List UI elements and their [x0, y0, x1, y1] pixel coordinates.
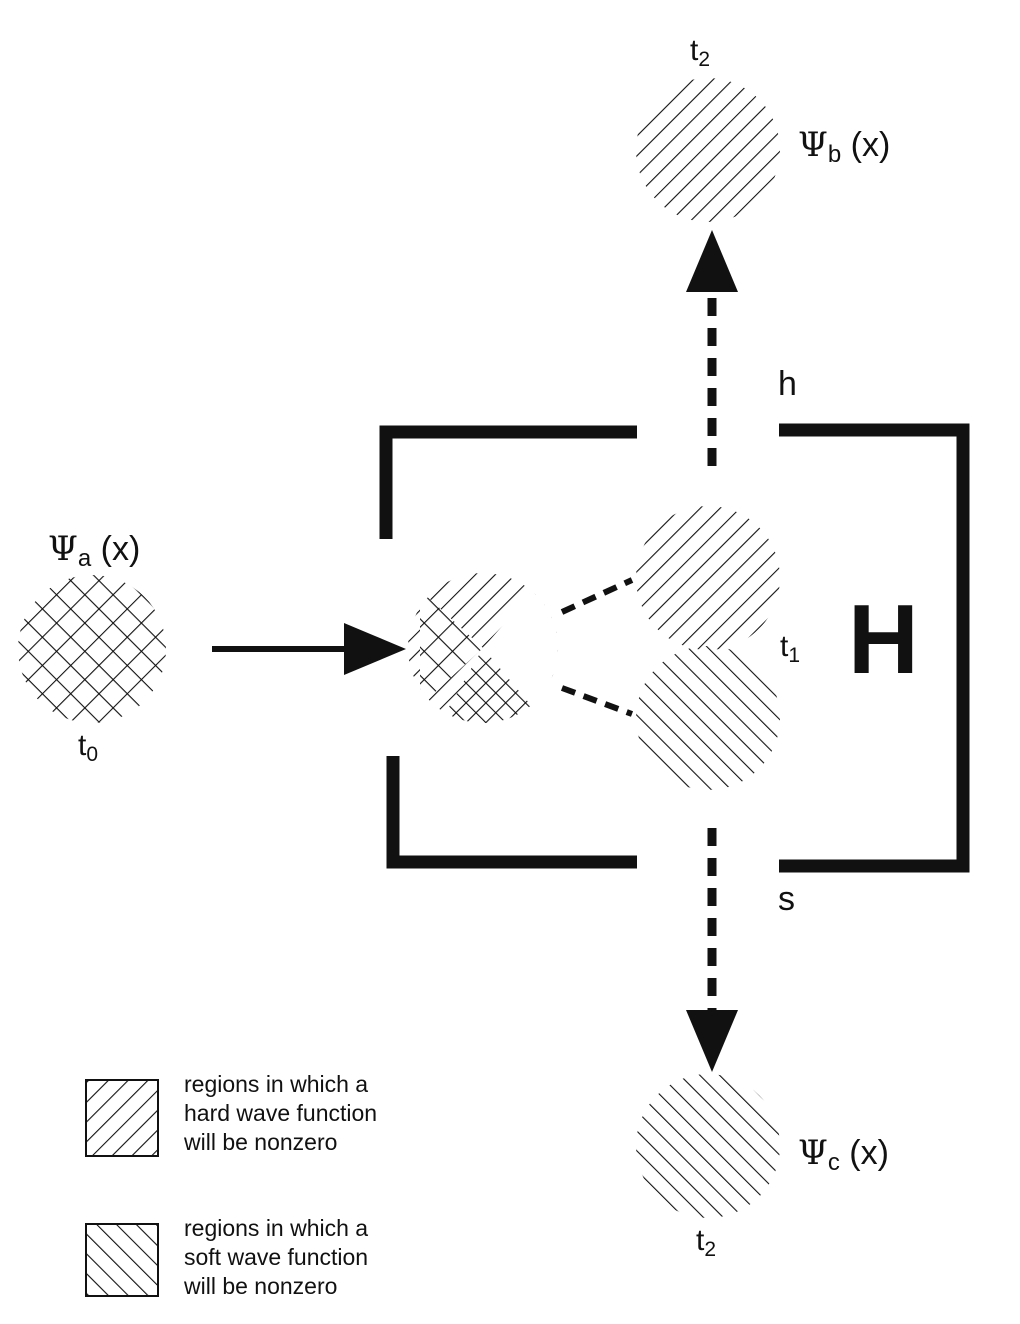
- packet-b: [636, 78, 780, 222]
- up-arrow: [686, 230, 738, 466]
- legend-swatch-soft: [85, 1223, 159, 1297]
- device-h-label: H: [848, 584, 919, 694]
- psi-b-label: Ψb (x): [798, 125, 891, 168]
- packet-soft-t1: [636, 646, 780, 790]
- packet-combined: [408, 573, 558, 723]
- packet-a: [18, 575, 166, 723]
- psi-a-label: Ψa (x): [48, 529, 141, 572]
- incoming-arrow: [212, 623, 406, 675]
- legend-text-hard: regions in which a hard wave function wi…: [184, 1071, 378, 1155]
- split-dashes: [560, 577, 634, 717]
- gate-h-label: h: [778, 365, 797, 403]
- t1-label: t1: [780, 630, 801, 667]
- packet-hard-t1: [636, 506, 780, 650]
- down-arrow: [686, 828, 738, 1072]
- t0-label: t0: [78, 729, 99, 766]
- t2-bottom-label: t2: [696, 1224, 717, 1261]
- apparatus-frame: [379, 423, 970, 873]
- gate-s-label: s: [778, 880, 795, 918]
- t2-top-label: t2: [690, 34, 711, 71]
- legend-swatch-hard: [85, 1079, 159, 1157]
- psi-c-label: Ψc (x): [798, 1133, 889, 1176]
- legend-text-soft: regions in which a soft wave function wi…: [184, 1215, 369, 1299]
- packet-c: [636, 1074, 780, 1218]
